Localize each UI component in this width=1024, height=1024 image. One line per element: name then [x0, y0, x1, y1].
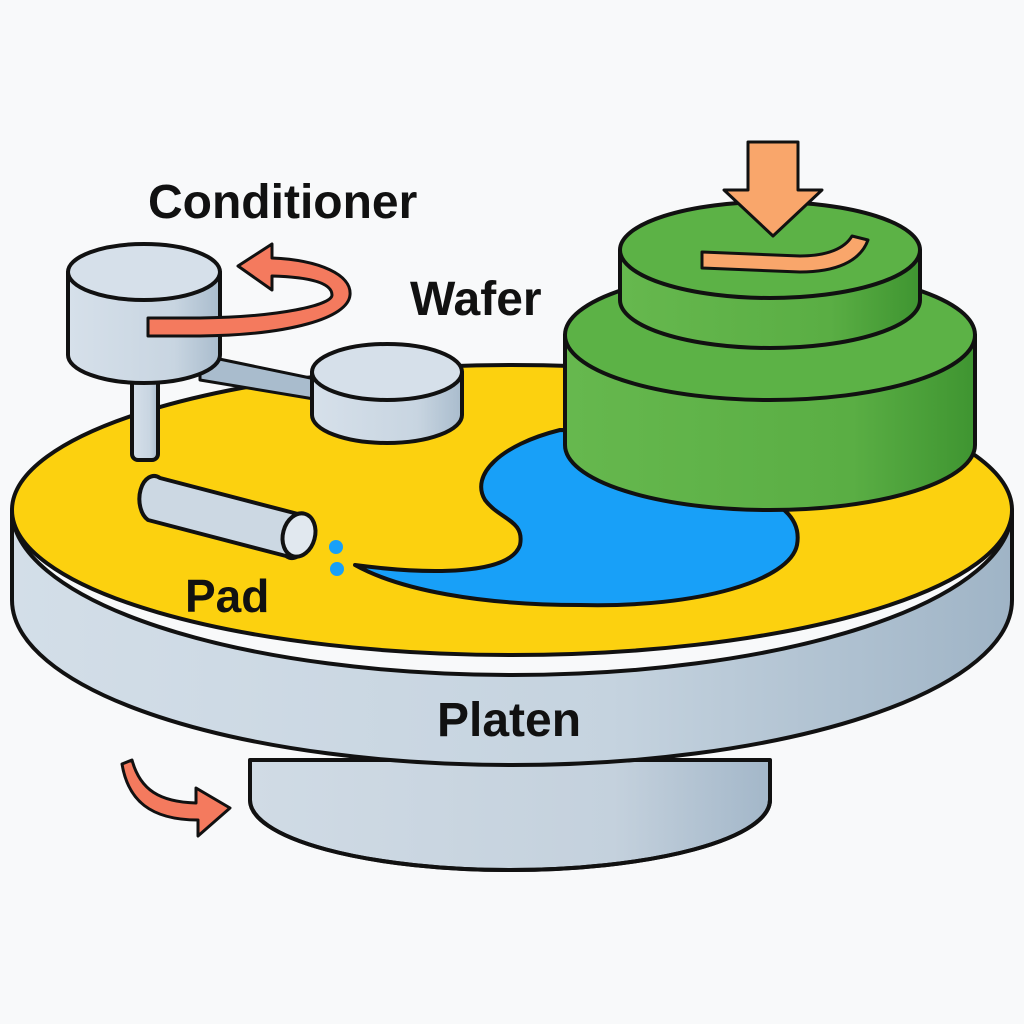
conditioner-post	[130, 373, 160, 462]
platen-label: Platen	[437, 694, 581, 747]
wafer-label: Wafer	[410, 273, 542, 326]
wafer-carrier	[563, 200, 977, 512]
conditioner-disk	[310, 342, 464, 445]
slurry-drop	[330, 562, 344, 576]
pad-label: Pad	[185, 570, 269, 622]
carrier-rotation-arrow	[700, 234, 870, 274]
slurry-drops	[329, 540, 344, 576]
conditioner-label: Conditioner	[148, 176, 417, 229]
platen	[10, 508, 1014, 767]
slurry-nozzle	[137, 474, 318, 560]
downforce-arrow	[722, 140, 824, 238]
platen-base	[248, 758, 772, 872]
platen-rotation-arrow	[120, 758, 232, 838]
slurry-drop	[329, 540, 343, 554]
conditioner-head	[66, 242, 222, 385]
conditioner-rotation-arrow	[146, 242, 352, 338]
